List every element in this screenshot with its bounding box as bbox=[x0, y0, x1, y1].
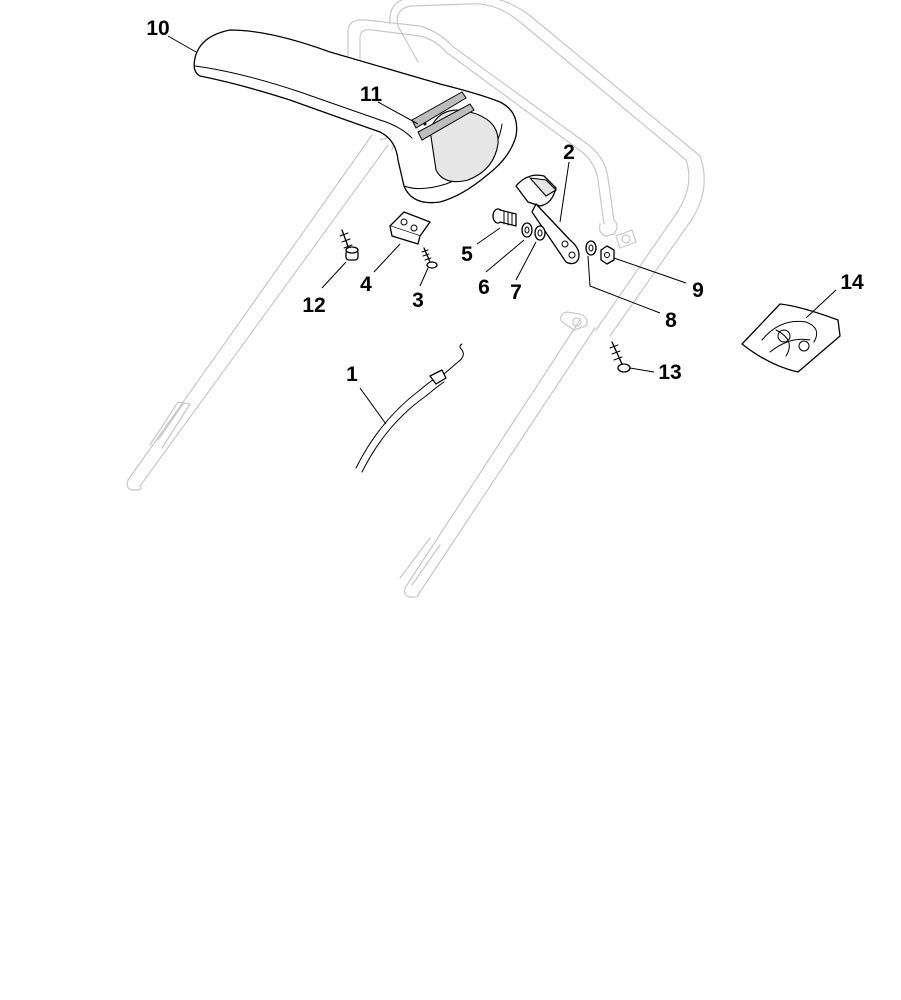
leader-9 bbox=[613, 257, 687, 284]
leader-5 bbox=[476, 227, 501, 245]
parts-bag-part bbox=[741, 303, 841, 373]
callout-4: 4 bbox=[360, 273, 372, 296]
callout-labels: 1 2 3 4 5 6 7 8 9 10 11 12 13 14 bbox=[146, 17, 864, 386]
frame-screw-part bbox=[609, 341, 631, 373]
handle-frame bbox=[126, 0, 705, 598]
callout-6: 6 bbox=[478, 276, 490, 299]
leader-14 bbox=[805, 289, 837, 319]
leader-8 bbox=[587, 255, 661, 314]
leader-11 bbox=[377, 101, 419, 125]
leader-7 bbox=[515, 241, 537, 281]
callout-1: 1 bbox=[346, 363, 358, 386]
washer-b-part bbox=[534, 225, 546, 241]
callout-8: 8 bbox=[665, 309, 677, 332]
callout-11: 11 bbox=[360, 83, 383, 106]
callout-2: 2 bbox=[563, 141, 575, 164]
bolt-part bbox=[492, 208, 517, 227]
control-cable-part bbox=[355, 343, 464, 473]
callout-3: 3 bbox=[412, 289, 424, 312]
control-lever-part bbox=[515, 174, 580, 265]
small-screw-part bbox=[421, 247, 438, 269]
callout-5: 5 bbox=[461, 243, 473, 266]
washer-c-part bbox=[585, 240, 597, 256]
callout-7: 7 bbox=[510, 281, 522, 304]
callout-14: 14 bbox=[840, 271, 864, 294]
leader-13 bbox=[629, 367, 655, 373]
leader-12 bbox=[321, 261, 347, 289]
decal-part bbox=[411, 91, 475, 141]
handle-cover-part bbox=[193, 29, 518, 204]
washer-a-part bbox=[521, 222, 533, 238]
callout-9: 9 bbox=[692, 279, 704, 302]
cable-bracket-part bbox=[389, 211, 431, 245]
callout-13: 13 bbox=[658, 361, 681, 384]
leader-6 bbox=[485, 239, 525, 273]
nut-part bbox=[600, 245, 615, 265]
leader-10 bbox=[167, 35, 197, 53]
callout-10: 10 bbox=[146, 17, 169, 40]
long-screw-part bbox=[339, 229, 359, 261]
leader-lines bbox=[167, 35, 837, 425]
leader-3 bbox=[419, 267, 429, 287]
callout-12: 12 bbox=[302, 294, 325, 317]
leader-4 bbox=[373, 243, 401, 273]
leader-1 bbox=[359, 387, 387, 425]
leader-2 bbox=[559, 161, 570, 223]
